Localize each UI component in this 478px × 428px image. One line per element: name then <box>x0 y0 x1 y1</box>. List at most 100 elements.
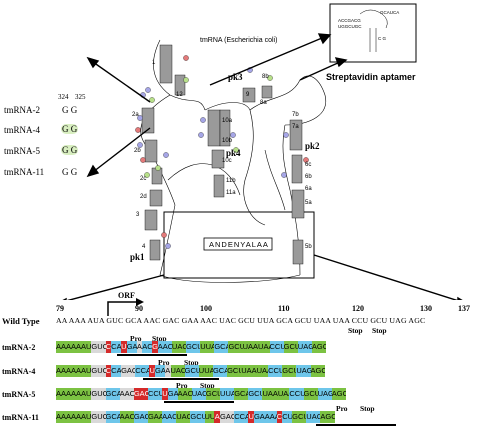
tag-peptide-label: ANDENYALAA <box>209 240 269 249</box>
mutant-3-stop: Stop <box>360 404 375 413</box>
mutant-0-sequence: AAAAAAUAGUCCCAUGAAACGAACUACGCUUUAGCAGCUU… <box>56 341 327 353</box>
sequence-segment: AAC <box>177 388 192 400</box>
sequence-segment: AGC <box>311 341 327 353</box>
sequence-segment: A <box>136 341 143 353</box>
sequence-segment: GCU <box>248 388 263 400</box>
variant-row-tmrna-11-bases: G G <box>62 167 78 177</box>
helix-blocks <box>141 44 305 265</box>
scale-120: 120 <box>352 304 364 313</box>
helix-2a: 2a <box>132 112 139 118</box>
sequence-segment: CA <box>111 365 122 377</box>
orf-arrow <box>107 298 144 316</box>
sequence-segment: GA <box>126 341 137 353</box>
variant-row-tmrna-2-name: tmRNA-2 <box>4 105 40 115</box>
sequence-segment: GUC <box>91 341 106 353</box>
scale-90: 90 <box>135 304 143 313</box>
mutant-0-underline <box>117 354 187 356</box>
sequence-segment: GCU <box>283 341 298 353</box>
aptamer-seq-1: ACCGACG <box>338 18 361 23</box>
aptamer-box <box>329 3 417 63</box>
orf-label: ORF <box>118 291 135 300</box>
wild-type-sequence: AA AAA AUA GUC GCA AAC GAC GAA AAC UAC G… <box>56 316 426 325</box>
pk4-label: pk4 <box>226 148 241 158</box>
scale-79: 79 <box>56 304 64 313</box>
helix-6b: 6b <box>305 174 312 180</box>
sequence-segment: CU <box>282 411 293 423</box>
helix-4: 4 <box>142 244 146 250</box>
mutant-2-pro: Pro <box>176 381 188 390</box>
helix-7a: 7a <box>292 124 299 130</box>
sequence-segment: U <box>162 388 168 400</box>
helix-11a: 11a <box>226 190 236 196</box>
sequence-segment: C <box>105 341 112 353</box>
sequence-segment: UAC <box>171 341 187 353</box>
sequence-segment: AAC <box>119 411 134 423</box>
sequence-segment: UAG <box>306 411 321 423</box>
helix-12: 12 <box>176 92 183 98</box>
aptamer-structure <box>359 9 388 52</box>
sequence-segment: GAC <box>133 411 148 423</box>
mutant-3-pro: Pro <box>336 404 348 413</box>
sequence-segment: GCA <box>212 365 228 377</box>
sequence-segment: AGC <box>320 411 335 423</box>
scale-110: 110 <box>278 304 290 313</box>
sequence-segment: GA <box>154 365 165 377</box>
mutant-1-underline <box>143 378 219 380</box>
mutant-1-label: tmRNA-4 <box>2 367 36 376</box>
sequence-segment: GCU <box>205 388 221 400</box>
pk3-label: pk3 <box>228 72 243 82</box>
helix-2d: 2d <box>140 194 147 200</box>
helix-11b: 11b <box>226 178 236 184</box>
helix-2b: 2b <box>134 148 141 154</box>
mutant-0-stop: Stop <box>152 334 167 343</box>
tag-region-box <box>163 211 315 279</box>
sequence-segment: UAC <box>191 388 206 400</box>
wild-type-label: Wild Type <box>2 316 40 326</box>
sequence-segment: GCU <box>186 341 201 353</box>
sequence-segment: UAC <box>170 365 185 377</box>
mutant-3-label: tmRNA-11 <box>2 413 39 422</box>
sequence-segment: CCU <box>147 388 163 400</box>
sequence-segment: GA <box>167 388 178 400</box>
helix-2c: 2c <box>140 176 147 182</box>
sequence-segment: GAA <box>147 411 163 423</box>
helix-8b: 8b <box>262 74 269 80</box>
helix-9: 9 <box>246 92 250 98</box>
sequence-segment: G <box>152 341 158 353</box>
mutant-0-label: tmRNA-2 <box>2 343 36 352</box>
helix-5a: 5a <box>305 200 312 206</box>
sequence-segment: AGC <box>310 365 325 377</box>
sequence-segment: GCU <box>184 365 199 377</box>
sequence-segment: UAG <box>296 365 311 377</box>
sequence-segment: AAC <box>162 411 177 423</box>
wild-type-stop-2: Stop <box>372 326 387 335</box>
variant-row-tmrna-5-bases: G G <box>61 145 79 155</box>
sequence-segment: AAC <box>119 388 134 400</box>
mutant-1-sequence: AAAAAAUAGUCCCAGACCCAUGAAUACGCUUUAGCAGCUU… <box>56 365 325 377</box>
variant-row-tmrna-2-bases: G G <box>62 105 78 115</box>
sequence-segment: UU <box>204 411 215 423</box>
variant-position-324: 324 <box>58 93 69 101</box>
sequence-segment: C <box>276 411 283 423</box>
sequence-segment: UUA <box>198 365 213 377</box>
mutant-0-pro: Pro <box>130 334 142 343</box>
variant-row-tmrna-4-name: tmRNA-4 <box>4 125 40 135</box>
sequence-segment: C <box>105 365 112 377</box>
sequence-segment: GCU <box>190 411 205 423</box>
sequence-segment: GAC <box>121 365 136 377</box>
variant-row-tmrna-5-name: tmRNA-5 <box>4 146 40 156</box>
mutant-2-sequence: AAAAAAUAGUCGCAAACGACCCUUGAAACUACGCUUUAGC… <box>56 388 346 400</box>
sequence-segment: A <box>214 411 221 423</box>
aptamer-stem: C G <box>378 36 387 41</box>
sequence-segment: GCU <box>227 365 242 377</box>
sequence-segment: CCA <box>234 411 249 423</box>
tmrna-structure-diagram: ACCGACG UGGCUGC GCAUCA C G <box>62 3 463 300</box>
variant-position-325: 325 <box>75 93 86 101</box>
helix-10b: 10b <box>222 138 233 144</box>
helix-5b: 5b <box>305 244 312 250</box>
